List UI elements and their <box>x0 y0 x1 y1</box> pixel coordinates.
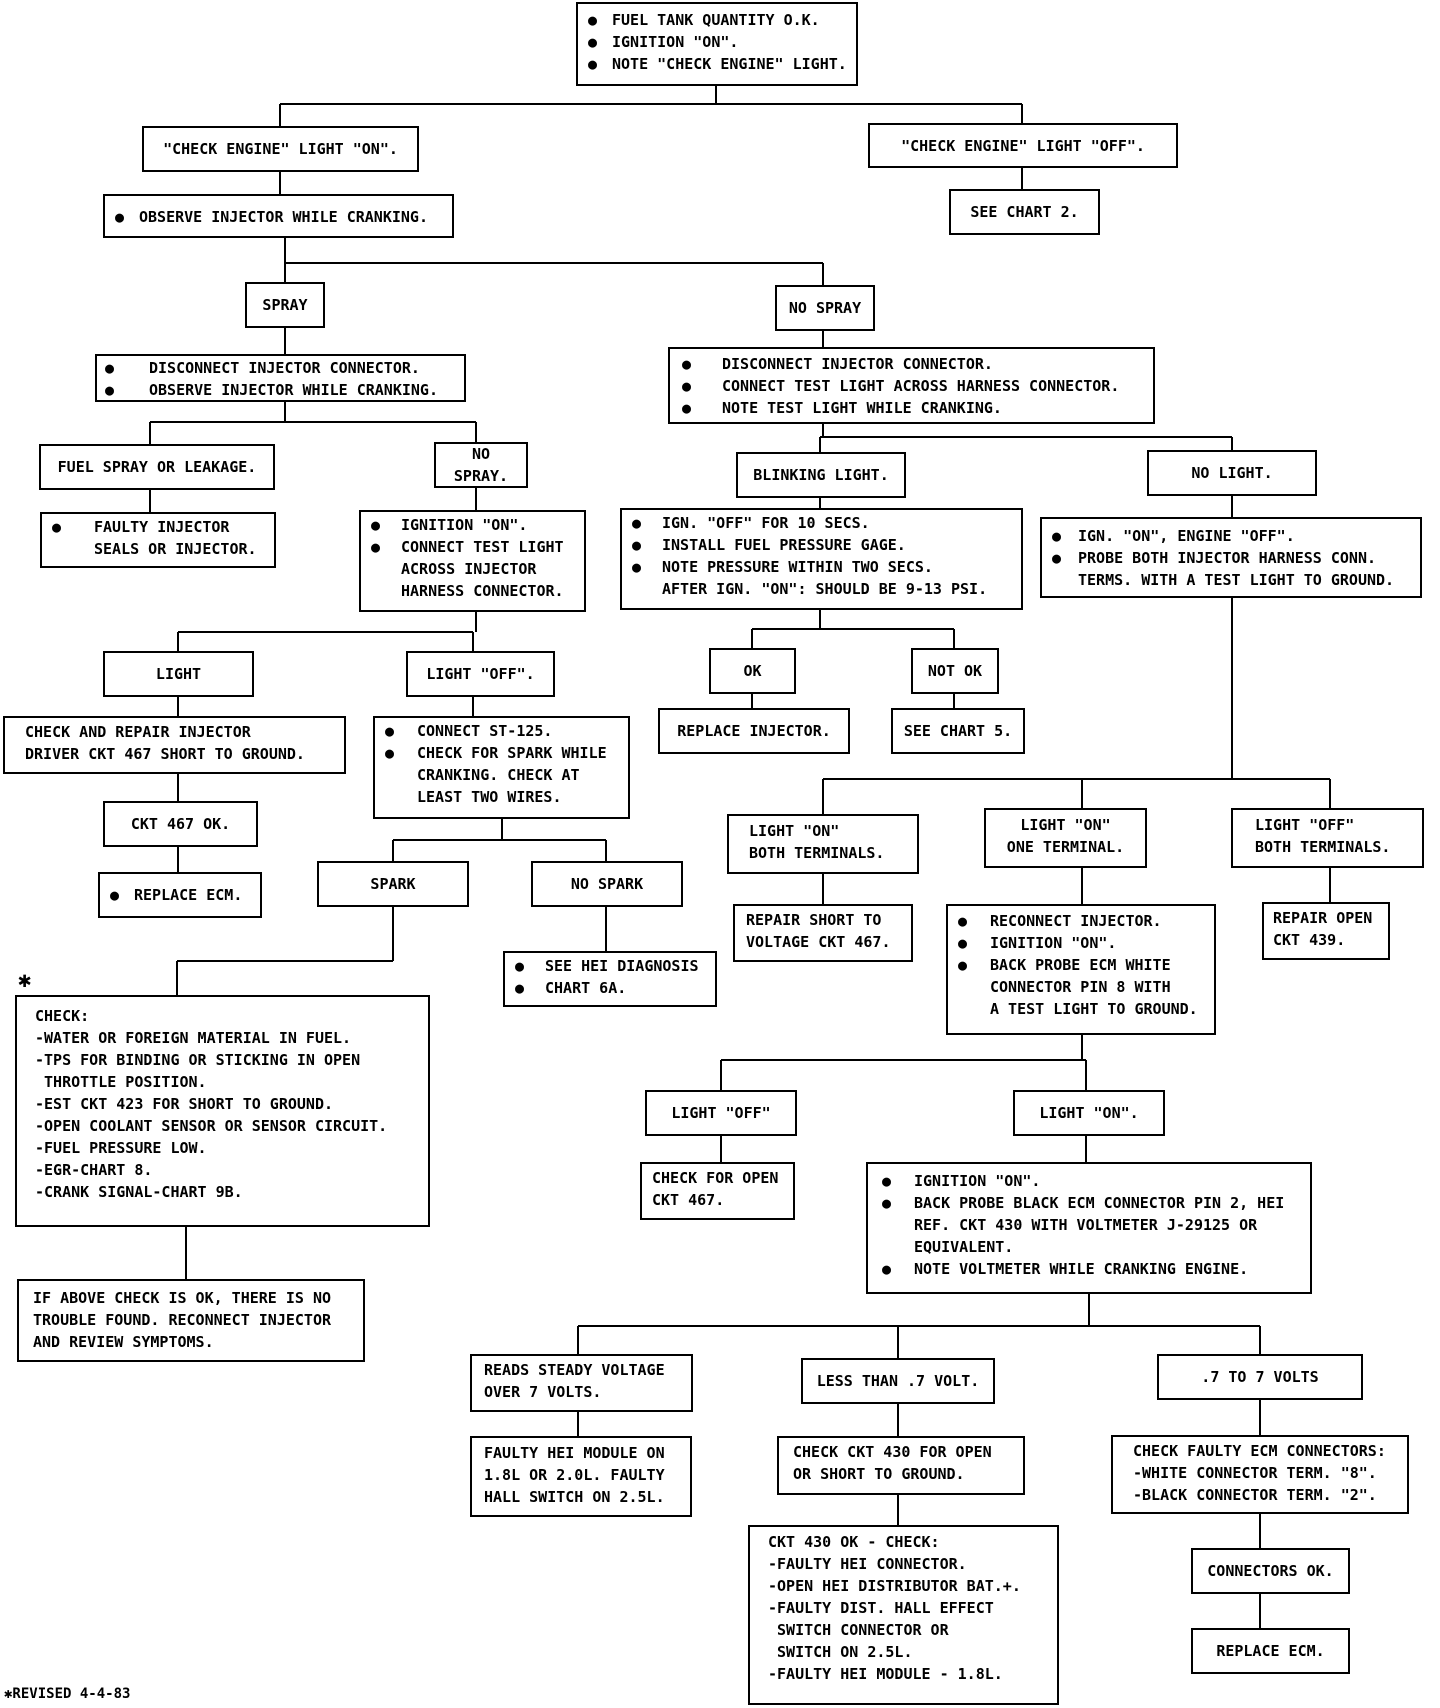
observe-injector-box: ●OBSERVE INJECTOR WHILE CRANKING. <box>103 194 454 238</box>
ign-test-light-box: ●IGNITION "ON". ●CONNECT TEST LIGHT ACRO… <box>359 510 586 612</box>
ckt-430-ok-checklist: CKT 430 OK - CHECK: -FAULTY HEI CONNECTO… <box>748 1525 1059 1705</box>
nospray-steps-box: ●DISCONNECT INJECTOR CONNECTOR. ●CONNECT… <box>668 347 1155 424</box>
st125-box: ●CONNECT ST-125. ●CHECK FOR SPARK WHILE … <box>373 716 630 819</box>
replace-ecm-1: ●REPLACE ECM. <box>98 872 262 918</box>
faulty-hei-module: FAULTY HEI MODULE ON 1.8L OR 2.0L. FAULT… <box>470 1436 692 1517</box>
light-on-after-reconnect: LIGHT "ON". <box>1013 1090 1165 1136</box>
check-open-467: CHECK FOR OPEN CKT 467. <box>640 1162 795 1220</box>
repair-short-467: REPAIR SHORT TO VOLTAGE CKT 467. <box>733 904 913 962</box>
fuel-spray-leakage: FUEL SPRAY OR LEAKAGE. <box>39 444 275 490</box>
light-on-both: LIGHT "ON" BOTH TERMINALS. <box>727 814 919 874</box>
connectors-ok: CONNECTORS OK. <box>1191 1548 1350 1594</box>
see-chart-2: SEE CHART 2. <box>949 189 1100 235</box>
no-spark-box: NO SPARK <box>531 861 683 907</box>
light-box: LIGHT <box>103 651 254 697</box>
asterisk-marker: ✱ <box>18 968 32 993</box>
fuel-pressure-box: ●IGN. "OFF" FOR 10 SECS. ●INSTALL FUEL P… <box>620 508 1023 610</box>
ckt-467-ok: CKT 467 OK. <box>103 801 258 847</box>
check-list-box: CHECK: -WATER OR FOREIGN MATERIAL IN FUE… <box>15 995 430 1227</box>
check-ckt-430: CHECK CKT 430 FOR OPEN OR SHORT TO GROUN… <box>777 1436 1025 1495</box>
no-trouble-box: IF ABOVE CHECK IS OK, THERE IS NO TROUBL… <box>17 1279 365 1362</box>
spray-steps-box: ●DISCONNECT INJECTOR CONNECTOR. ●OBSERVE… <box>95 354 466 402</box>
faulty-injector-box: ●FAULTY INJECTOR SEALS OR INJECTOR. <box>40 512 276 568</box>
not-ok-box: NOT OK <box>911 648 999 694</box>
no-spray-box: NO SPRAY <box>775 285 875 331</box>
spray-box: SPRAY <box>245 282 325 328</box>
voltmeter-box: ●IGNITION "ON". ●BACK PROBE BLACK ECM CO… <box>866 1162 1312 1294</box>
check-engine-light-off: "CHECK ENGINE" LIGHT "OFF". <box>868 123 1178 168</box>
blinking-light: BLINKING LIGHT. <box>736 452 906 498</box>
start-box: ●FUEL TANK QUANTITY O.K. ●IGNITION "ON".… <box>576 2 858 86</box>
less-than-07-volt: LESS THAN .7 VOLT. <box>801 1358 995 1404</box>
spark-box: SPARK <box>317 861 469 907</box>
see-chart-5: SEE CHART 5. <box>891 708 1025 754</box>
revised-date-note: ✱REVISED 4-4-83 <box>4 1686 131 1702</box>
light-off-box: LIGHT "OFF". <box>406 651 555 697</box>
replace-injector: REPLACE INJECTOR. <box>658 708 850 754</box>
light-on-one: LIGHT "ON" ONE TERMINAL. <box>984 808 1147 868</box>
check-engine-light-on: "CHECK ENGINE" LIGHT "ON". <box>142 126 419 172</box>
no-spray-2: NO SPRAY. <box>434 442 528 488</box>
ok-box: OK <box>709 648 796 694</box>
replace-ecm-2: REPLACE ECM. <box>1191 1628 1350 1674</box>
check-repair-467: CHECK AND REPAIR INJECTOR DRIVER CKT 467… <box>3 716 346 774</box>
reconnect-injector-box: ●RECONNECT INJECTOR. ●IGNITION "ON". ●BA… <box>946 904 1216 1035</box>
repair-open-439: REPAIR OPEN CKT 439. <box>1262 902 1390 960</box>
no-light: NO LIGHT. <box>1147 450 1317 496</box>
07-to-7-volts: .7 TO 7 VOLTS <box>1157 1354 1363 1400</box>
hei-diagnosis-box: ●SEE HEI DIAGNOSIS ●CHART 6A. <box>503 951 717 1007</box>
light-off-both: LIGHT "OFF" BOTH TERMINALS. <box>1231 808 1424 868</box>
light-off-after-reconnect: LIGHT "OFF" <box>645 1090 797 1136</box>
reads-steady-voltage: READS STEADY VOLTAGE OVER 7 VOLTS. <box>470 1354 693 1412</box>
check-faulty-ecm-connectors: CHECK FAULTY ECM CONNECTORS: -WHITE CONN… <box>1111 1435 1409 1514</box>
probe-both-box: ●IGN. "ON", ENGINE "OFF". ●PROBE BOTH IN… <box>1040 517 1422 598</box>
